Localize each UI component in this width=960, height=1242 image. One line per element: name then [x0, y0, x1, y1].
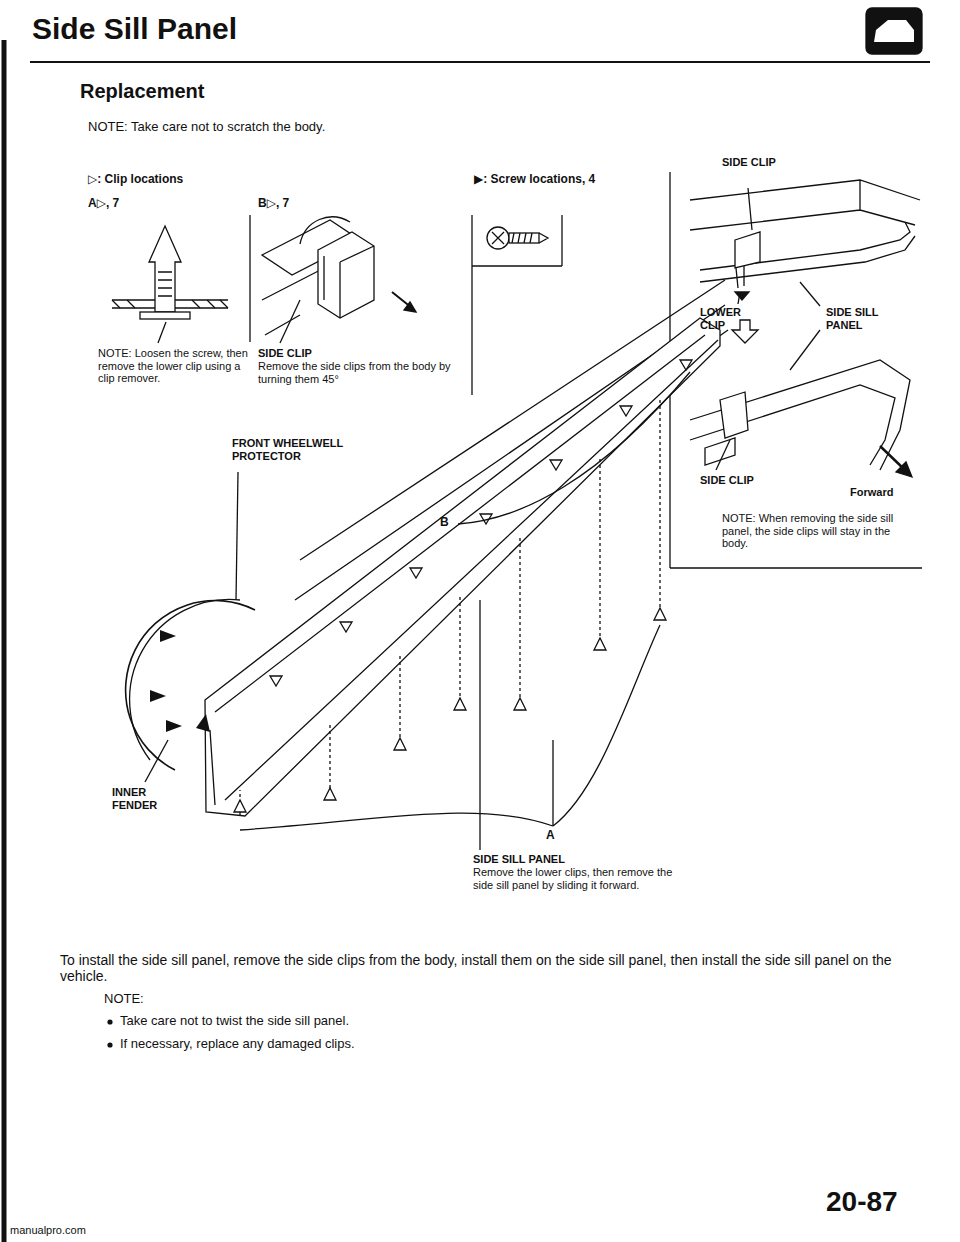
- section-heading: Replacement: [80, 80, 205, 103]
- instruction: Remove the lower clips, then remove the …: [473, 866, 673, 891]
- symbol-key: ▷: Clip locations: [88, 173, 183, 187]
- part-name: SIDE SILL PANEL: [826, 306, 886, 331]
- part-name: INNER FENDER: [112, 786, 174, 811]
- part-name: SIDE CLIP: [722, 156, 776, 169]
- page-title: Side Sill Panel: [32, 12, 237, 46]
- clip-count: B▷, 7: [258, 197, 289, 211]
- note: NOTE: When removing the side sill panel,…: [722, 512, 902, 550]
- part-name: FRONT WHEELWELL PROTECTOR: [232, 437, 382, 462]
- callout-letter: B: [440, 516, 449, 530]
- symbol-key: ▶: Screw locations, 4: [474, 173, 595, 187]
- part-name: SIDE SILL PANEL: [473, 853, 565, 866]
- part-name: SIDE CLIP: [258, 347, 312, 360]
- note: NOTE: Take care not to scratch the body.: [88, 120, 325, 135]
- note: NOTE:: [104, 992, 144, 1007]
- direction-label: Forward: [850, 486, 893, 499]
- watermark: manualpro.com: [10, 1224, 86, 1237]
- note-item: Take care not to twist the side sill pan…: [120, 1014, 349, 1029]
- clip-count: A▷, 7: [88, 197, 119, 211]
- note: NOTE: Loosen the screw, then remove the …: [98, 347, 248, 385]
- instruction: To install the side sill panel, remove t…: [60, 952, 920, 984]
- note-item: If necessary, replace any damaged clips.: [120, 1037, 355, 1052]
- part-name: LOWER CLIP: [700, 306, 745, 331]
- callout-letter: A: [546, 829, 555, 843]
- instruction: Remove the side clips from the body by t…: [258, 360, 463, 385]
- page-number: 20-87: [826, 1186, 898, 1218]
- part-name: SIDE CLIP: [700, 474, 754, 487]
